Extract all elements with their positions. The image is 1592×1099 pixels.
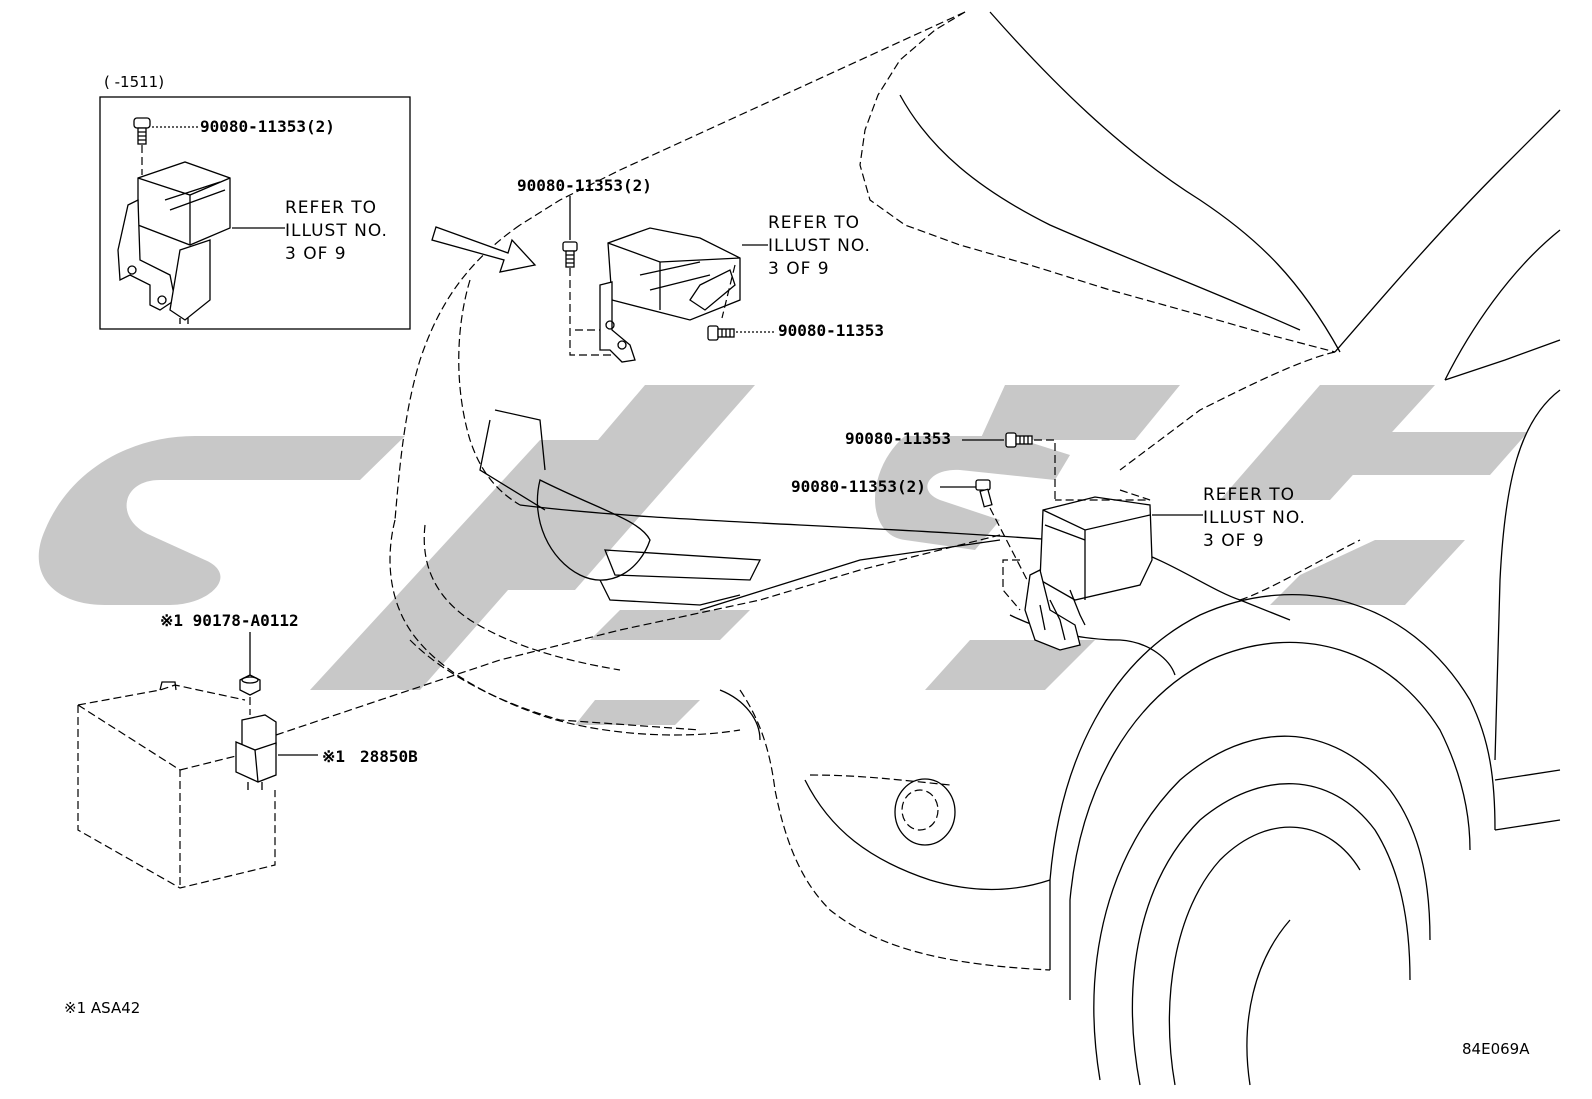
upper-relay-block-icon [599,227,741,363]
inset-relay-block-icon [117,161,231,324]
inset-bolt-icon [133,117,151,145]
battery-icon [77,681,276,889]
nut-label: ※1 90178-A0112 [160,611,299,630]
relay-label: 28850B [360,747,418,766]
right-bolt-top-label: 90080-11353 [845,429,951,448]
upper-bolt-side-label: 90080-11353 [778,321,884,340]
right-relay-block-group: 90080-11353 90080-11353(2) REFER TO ILLU… [791,429,1306,651]
upper-refer-line1: REFER TO [768,213,860,233]
inset-refer-line1: REFER TO [285,198,377,218]
upper-relay-block-group: 90080-11353(2) REFER TO ILLUST NO. 3 OF … [517,176,884,363]
inset-panel: ( -1511) 90080-11353(2) REFER TO ILLUST … [99,73,411,330]
upper-refer-line2: ILLUST NO. [768,236,871,256]
vehicle-outline [389,11,1561,1086]
upper-bolt-top-label: 90080-11353(2) [517,176,652,195]
right-bolt-icon [1005,432,1033,448]
right-relay-block-icon [1024,496,1153,651]
relay-28850b-icon [235,714,277,790]
upper-side-bolt-icon [707,325,735,341]
right-refer-line3: 3 OF 9 [1203,531,1265,551]
right-refer-line2: ILLUST NO. [1203,508,1306,528]
diagram-code: 84E069A [1462,1040,1530,1058]
inset-bolt-label: 90080-11353(2) [200,117,335,136]
battery-group: ※1 90178-A0112 ※1 28850B [77,534,1001,889]
right-bolt-side-label: 90080-11353(2) [791,477,926,496]
footnote: ※1 ASA42 [64,999,140,1017]
inset-refer-line2: ILLUST NO. [285,221,388,241]
right-side-bolt-icon [975,479,993,508]
inset-refer-line3: 3 OF 9 [285,244,347,264]
relay-mark: ※1 [322,747,345,766]
nut-icon [239,674,261,696]
pointer-arrow [431,226,537,273]
inset-range-label: ( -1511) [104,73,164,91]
upper-refer-line3: 3 OF 9 [768,259,830,279]
upper-bolt-icon [562,241,578,268]
watermark-logo [38,385,1528,725]
right-refer-line1: REFER TO [1203,485,1295,505]
